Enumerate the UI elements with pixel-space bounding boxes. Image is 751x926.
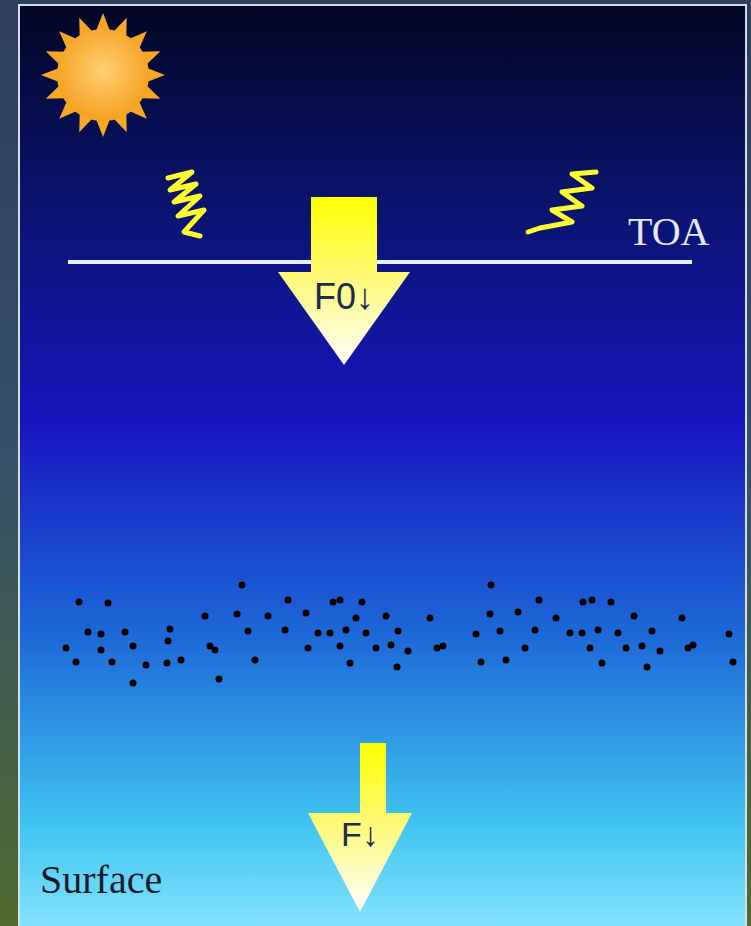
toa-label: TOA — [628, 212, 709, 252]
flux-arrow: F↓ — [308, 743, 412, 912]
flux-arrow: F0↓ — [278, 197, 410, 365]
aerosol-layer — [63, 582, 737, 687]
toa-line — [68, 260, 692, 264]
flux-label: F↓ — [308, 817, 412, 851]
sun — [41, 13, 165, 137]
flux-label: F0↓ — [278, 279, 410, 315]
radiation-squiggle — [528, 172, 596, 232]
radiation-squiggle — [168, 172, 204, 236]
surface-label: Surface — [40, 860, 162, 900]
